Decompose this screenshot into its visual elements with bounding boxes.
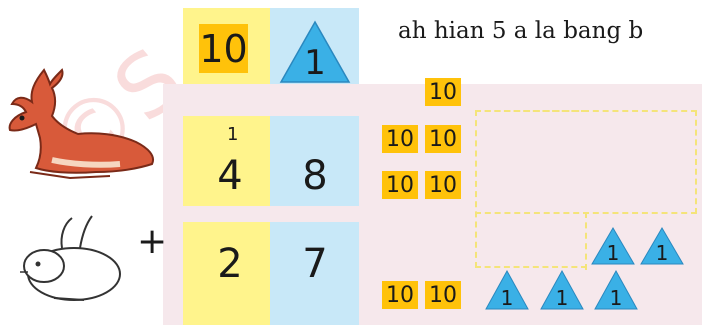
svg-text:1: 1 <box>607 241 620 265</box>
grouping-outline-top <box>475 110 697 214</box>
svg-text:1: 1 <box>610 286 623 310</box>
svg-text:1: 1 <box>656 241 669 265</box>
row2-ones-digit: 7 <box>300 244 330 284</box>
one-triangle: 1 <box>640 227 684 265</box>
ten-block: 10 <box>425 125 461 153</box>
rabbit-illustration <box>14 214 124 310</box>
row2-tens-digit: 2 <box>215 244 245 284</box>
instruction-text: ah hian 5 a la bang b <box>398 18 643 44</box>
grouping-outline-step <box>585 212 589 270</box>
ten-block: 10 <box>425 281 461 309</box>
plus-sign: + <box>137 224 167 260</box>
ten-block: 10 <box>382 171 418 199</box>
svg-text:1: 1 <box>501 286 514 310</box>
ten-block: 10 <box>382 281 418 309</box>
svg-text:1: 1 <box>556 286 569 310</box>
ten-block: 10 <box>425 78 461 106</box>
carry-digit: 1 <box>227 124 238 145</box>
one-triangle-header: 1 <box>279 20 351 84</box>
one-triangle: 1 <box>540 270 584 310</box>
row1-ones-digit: 8 <box>300 156 330 196</box>
deer-illustration <box>0 68 160 194</box>
ten-block: 10 <box>382 125 418 153</box>
ten-block-header: 10 <box>199 24 248 73</box>
row1-tens-digit: 4 <box>215 156 245 196</box>
one-triangle: 1 <box>485 270 529 310</box>
svg-text:1: 1 <box>304 43 326 83</box>
ten-block: 10 <box>425 171 461 199</box>
one-triangle: 1 <box>594 270 638 310</box>
one-triangle: 1 <box>591 227 635 265</box>
